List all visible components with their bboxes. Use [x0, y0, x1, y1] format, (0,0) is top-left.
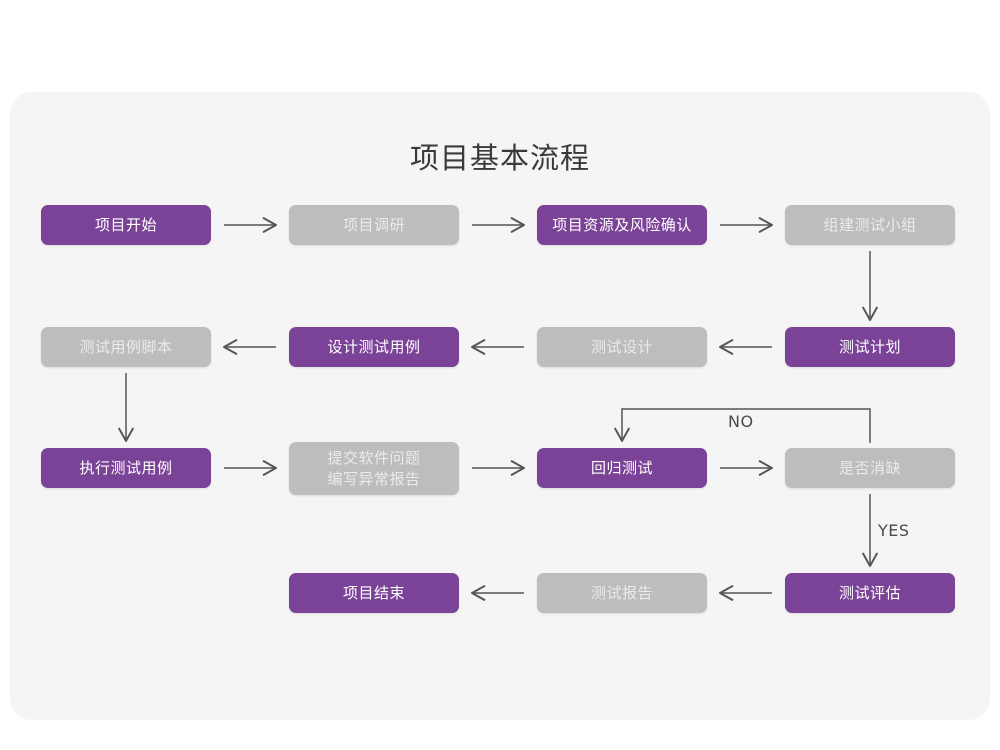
- flow-node-label: 提交软件问题 编写异常报告: [327, 448, 421, 488]
- flow-node-label: 组建测试小组: [823, 215, 917, 234]
- flow-node-n5[interactable]: 测试用例脚本: [41, 327, 211, 367]
- page-title: 项目基本流程: [409, 141, 590, 175]
- flow-node-n6[interactable]: 设计测试用例: [289, 327, 459, 367]
- flow-node-n9[interactable]: 执行测试用例: [41, 448, 211, 488]
- flow-node-label: 测试计划: [838, 337, 901, 356]
- flow-node-label: 项目资源及风险确认: [552, 215, 692, 234]
- flow-node-n1[interactable]: 项目开始: [41, 205, 211, 245]
- flow-node-label: 项目开始: [94, 215, 157, 234]
- flow-node-n3[interactable]: 项目资源及风险确认: [537, 205, 707, 245]
- flow-node-label: 设计测试用例: [327, 337, 421, 356]
- diagram-panel: [10, 92, 990, 720]
- flow-node-label: 回归测试: [590, 458, 653, 477]
- flow-node-n15[interactable]: 测试评估: [785, 573, 955, 613]
- flow-node-label: 执行测试用例: [79, 458, 173, 477]
- flow-node-n12[interactable]: 是否消缺: [785, 448, 955, 488]
- flow-node-n8[interactable]: 测试计划: [785, 327, 955, 367]
- flow-node-label: 测试评估: [838, 583, 901, 602]
- edge-label-yes: YES: [878, 521, 910, 540]
- flow-node-n2[interactable]: 项目调研: [289, 205, 459, 245]
- flow-node-label: 是否消缺: [838, 458, 901, 477]
- flow-node-n11[interactable]: 回归测试: [537, 448, 707, 488]
- flow-node-n4[interactable]: 组建测试小组: [785, 205, 955, 245]
- flow-node-label: 测试报告: [590, 583, 653, 602]
- flow-node-n10[interactable]: 提交软件问题 编写异常报告: [289, 442, 459, 495]
- flow-node-label: 项目结束: [342, 583, 405, 602]
- flow-node-label: 项目调研: [342, 215, 405, 234]
- flow-node-label: 测试用例脚本: [79, 337, 173, 356]
- flow-node-n7[interactable]: 测试设计: [537, 327, 707, 367]
- edge-label-no: NO: [728, 412, 754, 431]
- flow-node-label: 测试设计: [590, 337, 653, 356]
- flow-node-n13[interactable]: 项目结束: [289, 573, 459, 613]
- flow-node-n14[interactable]: 测试报告: [537, 573, 707, 613]
